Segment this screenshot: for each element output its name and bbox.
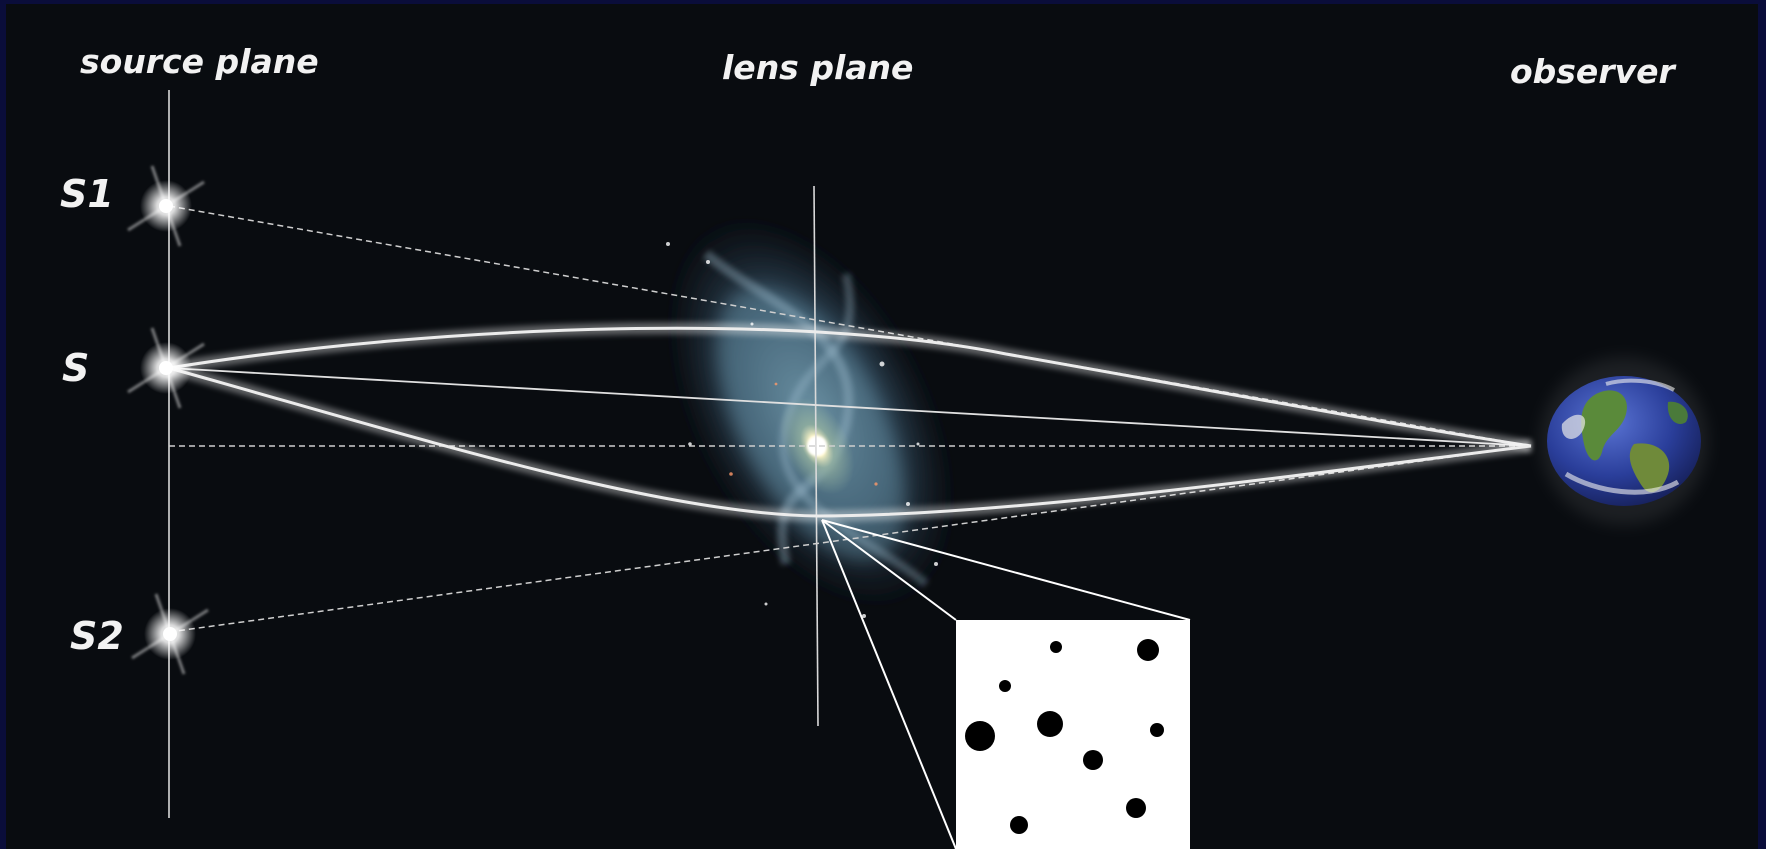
diagram-canvas <box>127 90 1708 849</box>
direct-ray <box>168 367 1532 447</box>
lens-plane-line <box>813 185 819 727</box>
source-plane-label: source plane <box>80 42 319 81</box>
observer-label: observer <box>1510 52 1675 91</box>
deflected-light-rays <box>167 322 1532 523</box>
earth-globe-icon <box>1540 357 1708 525</box>
source-s1-label: S1 <box>60 172 114 216</box>
spiral-galaxy-icon <box>665 214 957 618</box>
microlens-inset <box>956 620 1190 849</box>
lensing-diagram: source plane lens plane observer S1 S S2 <box>6 4 1758 849</box>
source-s2-label: S2 <box>70 614 124 658</box>
star-s1-icon <box>127 165 205 247</box>
compact-objects <box>965 639 1164 834</box>
star-s-icon <box>127 327 205 409</box>
star-s2-icon <box>131 593 209 675</box>
source-s-label: S <box>62 346 90 390</box>
inset-pointer-lines <box>821 519 1191 849</box>
lens-plane-label: lens plane <box>722 48 914 87</box>
